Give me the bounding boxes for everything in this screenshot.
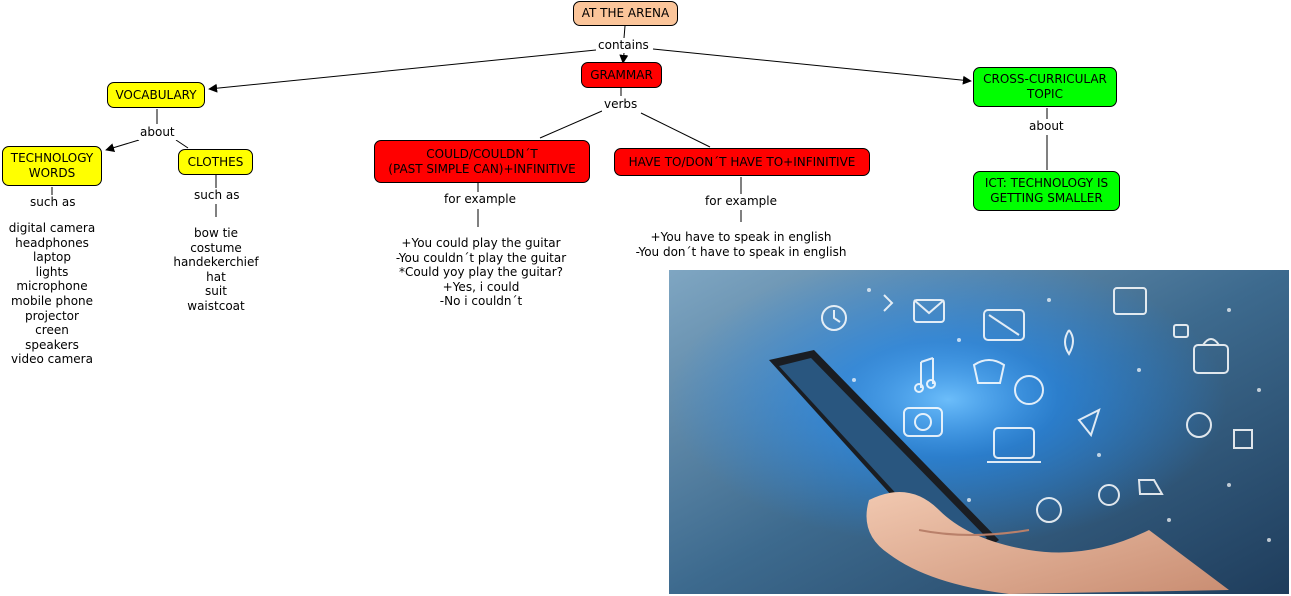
list-clothes: bow tie costume handekerchief hat suit w… <box>166 226 266 314</box>
list-item: suit <box>166 284 266 299</box>
list-have-to-examples: +You have to speak in english -You don´t… <box>626 230 856 259</box>
list-item: waistcoat <box>166 299 266 314</box>
arrow-to-vocabulary <box>209 50 596 89</box>
arrow-to-cross <box>653 49 971 81</box>
link-label-about-vocabulary: about <box>138 125 177 140</box>
line-verbs-could <box>540 111 602 138</box>
list-item: -You couldn´t play the guitar <box>378 251 584 266</box>
list-item: +You could play the guitar <box>378 236 584 251</box>
line-root-contains <box>624 26 625 38</box>
link-label-such-as-tech: such as <box>28 195 77 210</box>
list-item: laptop <box>4 250 100 265</box>
node-grammar[interactable]: GRAMMAR <box>581 62 662 88</box>
photo-illustration <box>669 270 1289 594</box>
node-could-couldnt[interactable]: COULD/COULDN´T (PAST SIMPLE CAN)+INFINIT… <box>374 140 590 183</box>
list-item: mobile phone <box>4 294 100 309</box>
link-label-for-example-have: for example <box>703 194 779 209</box>
list-item: projector <box>4 309 100 324</box>
link-label-such-as-clothes: such as <box>192 188 241 203</box>
list-item: -No i couldn´t <box>378 294 584 309</box>
list-item: video camera <box>4 352 100 367</box>
arrow-to-tech-words <box>106 140 139 150</box>
list-item: handekerchief <box>166 255 266 270</box>
list-item: -You don´t have to speak in english <box>626 245 856 260</box>
link-label-verbs: verbs <box>602 97 639 112</box>
list-item: hat <box>166 270 266 285</box>
list-item: digital camera <box>4 221 100 236</box>
list-item: *Could yoy play the guitar? <box>378 265 584 280</box>
node-clothes[interactable]: CLOTHES <box>178 149 253 175</box>
list-item: costume <box>166 241 266 256</box>
line-verbs-have <box>641 113 710 147</box>
node-have-to[interactable]: HAVE TO/DON´T HAVE TO+INFINITIVE <box>614 148 870 176</box>
list-item: creen <box>4 323 100 338</box>
list-item: microphone <box>4 279 100 294</box>
node-cross-curricular-topic[interactable]: CROSS-CURRICULAR TOPIC <box>973 67 1117 107</box>
link-label-for-example-could: for example <box>442 192 518 207</box>
list-item: speakers <box>4 338 100 353</box>
node-technology-words[interactable]: TECHNOLOGY WORDS <box>2 146 102 186</box>
node-vocabulary[interactable]: VOCABULARY <box>107 82 205 108</box>
link-label-about-cross: about <box>1027 119 1066 134</box>
node-at-the-arena[interactable]: AT THE ARENA <box>573 1 678 26</box>
link-label-contains: contains <box>596 38 651 53</box>
list-item: bow tie <box>166 226 266 241</box>
list-item: lights <box>4 265 100 280</box>
node-ict-technology-smaller[interactable]: ICT: TECHNOLOGY IS GETTING SMALLER <box>973 171 1120 211</box>
list-item: +Yes, i could <box>378 280 584 295</box>
list-item: headphones <box>4 236 100 251</box>
list-item: +You have to speak in english <box>626 230 856 245</box>
line-about-clothes <box>176 140 188 148</box>
smartphone-technology-photo <box>669 270 1289 594</box>
list-could-examples: +You could play the guitar -You couldn´t… <box>378 236 584 309</box>
list-technology-words: digital camera headphones laptop lights … <box>4 221 100 367</box>
